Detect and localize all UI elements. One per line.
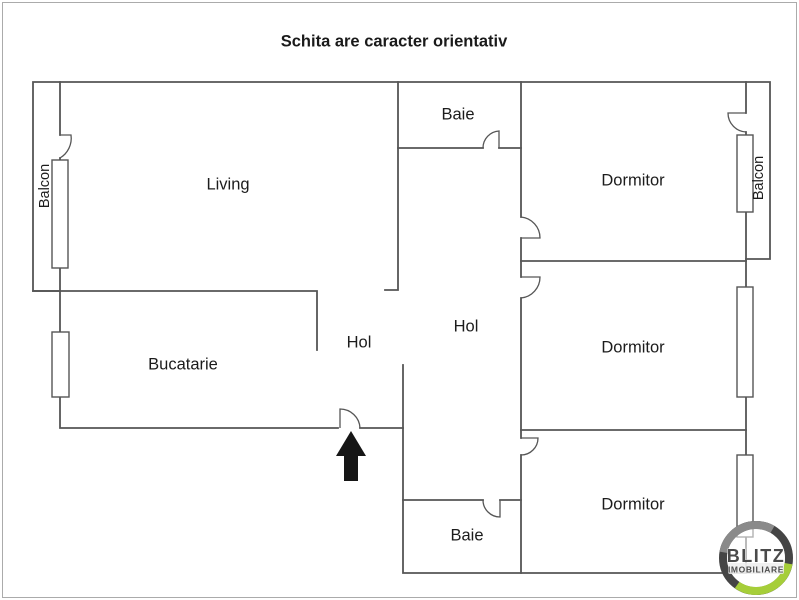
door-dormitor-top xyxy=(520,216,541,239)
room-label-bucatarie: Bucatarie xyxy=(148,355,218,374)
outer-walls xyxy=(32,81,771,574)
wall-central xyxy=(384,81,399,291)
logo-brand-text: BLITZ xyxy=(727,546,786,566)
window-balcon-left xyxy=(51,159,69,269)
room-label-balcon-right: Balcon xyxy=(751,155,767,201)
room-label-dormitor-bottom: Dormitor xyxy=(601,495,665,514)
wall-living-bucatarie xyxy=(32,290,318,351)
door-balcon-right xyxy=(727,112,747,133)
room-label-dormitor-middle: Dormitor xyxy=(601,338,665,357)
door-dormitor-middle xyxy=(520,276,541,299)
room-label-hol-right: Hol xyxy=(453,317,479,336)
logo-sub-text: IMOBILIARE xyxy=(728,565,784,575)
room-label-baie-top: Baie xyxy=(441,105,475,124)
room-label-living: Living xyxy=(206,175,250,194)
window-bucatarie xyxy=(51,331,70,398)
logo-green-arc xyxy=(734,562,793,595)
logo-ring-highlight xyxy=(719,520,775,554)
logo-sub-bar xyxy=(728,563,784,574)
door-baie-bottom xyxy=(482,499,501,518)
window-dormitor-middle xyxy=(736,286,754,398)
door-baie-top xyxy=(482,130,500,149)
door-entrance xyxy=(339,408,361,429)
room-label-baie-bottom: Baie xyxy=(450,526,484,545)
entrance-arrow xyxy=(336,431,366,481)
window-balcon-right xyxy=(736,134,754,213)
room-label-dormitor-top: Dormitor xyxy=(601,171,665,190)
doors xyxy=(59,112,747,518)
blitz-logo: BLITZ IMOBILIARE xyxy=(719,520,793,595)
room-label-hol-left: Hol xyxy=(346,333,372,352)
page-title: Schita are caracter orientativ xyxy=(280,32,508,51)
room-label-balcon-left: Balcon xyxy=(37,163,53,209)
windows xyxy=(51,134,754,538)
door-balcon-left xyxy=(59,134,72,159)
door-dormitor-bottom xyxy=(520,437,539,456)
